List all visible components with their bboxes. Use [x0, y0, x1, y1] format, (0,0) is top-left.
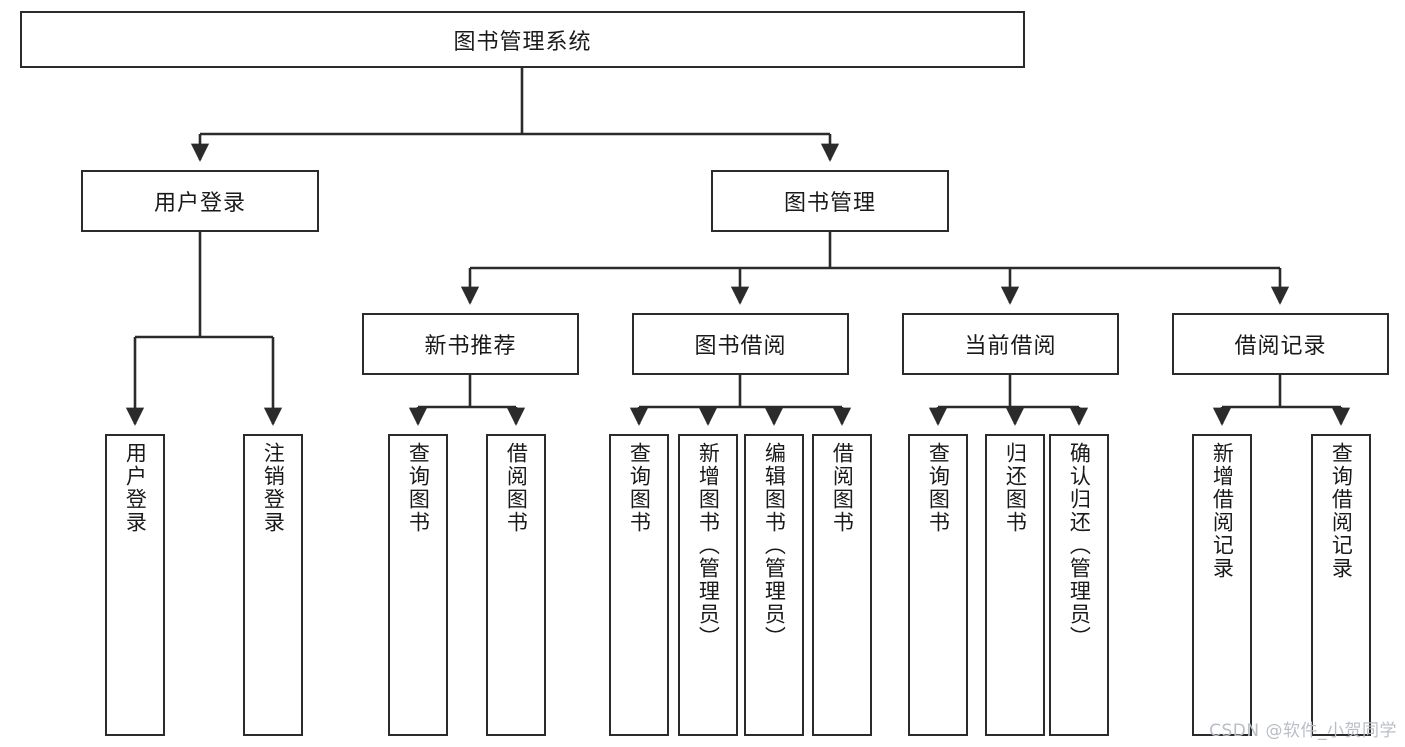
node-user-login[interactable]: 用户登录 — [81, 170, 319, 232]
node-book-borrow[interactable]: 图书借阅 — [632, 313, 849, 375]
node-borrow-record[interactable]: 借阅记录 — [1172, 313, 1389, 375]
leaf-confirm-return-admin[interactable]: 确认归还（管理员） — [1049, 434, 1109, 736]
node-root-system[interactable]: 图书管理系统 — [20, 11, 1025, 68]
leaf-borrow-book-recommend[interactable]: 借阅图书 — [486, 434, 546, 736]
leaf-add-borrow-record[interactable]: 新增借阅记录 — [1192, 434, 1252, 736]
leaf-query-borrow-record[interactable]: 查询借阅记录 — [1311, 434, 1371, 736]
node-current-borrow[interactable]: 当前借阅 — [902, 313, 1119, 375]
leaf-query-book-recommend[interactable]: 查询图书 — [388, 434, 448, 736]
node-new-book-recommend[interactable]: 新书推荐 — [362, 313, 579, 375]
leaf-return-book[interactable]: 归还图书 — [985, 434, 1045, 736]
leaf-user-login[interactable]: 用户登录 — [105, 434, 165, 736]
watermark-text: CSDN @软件_小贺同学 — [1209, 721, 1397, 741]
leaf-borrow-book[interactable]: 借阅图书 — [812, 434, 872, 736]
leaf-add-book-admin[interactable]: 新增图书（管理员） — [678, 434, 738, 736]
node-book-management[interactable]: 图书管理 — [711, 170, 949, 232]
leaf-query-book-current[interactable]: 查询图书 — [908, 434, 968, 736]
leaf-query-book-borrow[interactable]: 查询图书 — [609, 434, 669, 736]
leaf-edit-book-admin[interactable]: 编辑图书（管理员） — [744, 434, 804, 736]
leaf-user-logout[interactable]: 注销登录 — [243, 434, 303, 736]
